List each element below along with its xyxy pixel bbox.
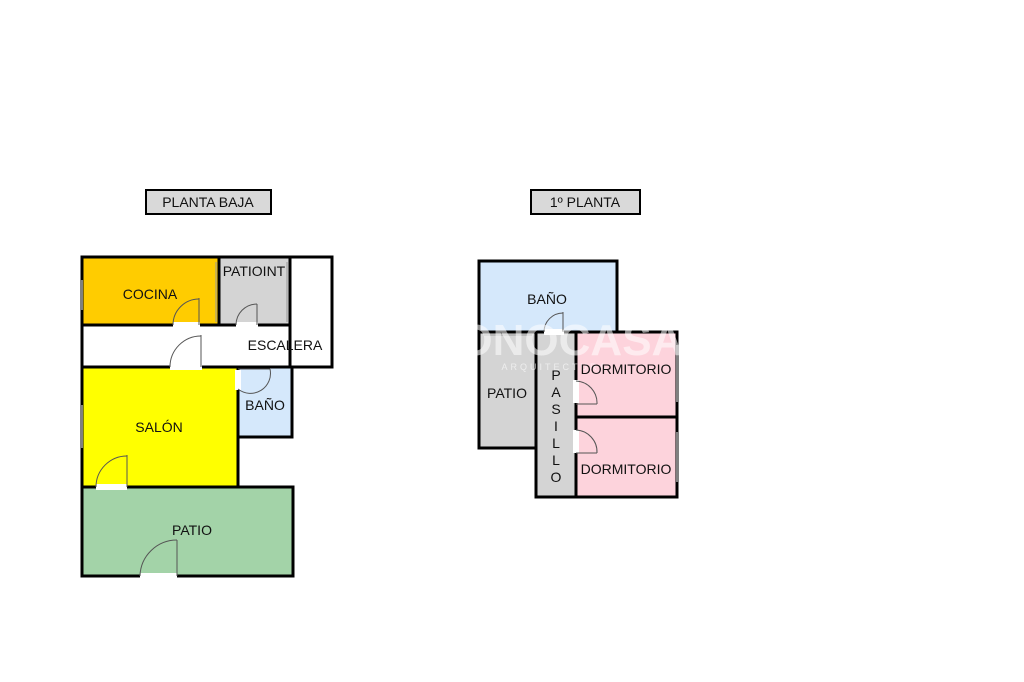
label-pasillo-letter: S (551, 401, 560, 417)
door-bano-pb (235, 368, 271, 394)
watermark-brand: CONOCASA (427, 316, 684, 365)
label-pasillo-letter: O (551, 469, 562, 485)
room-dormitorio-1 (574, 330, 679, 419)
title-planta-baja-label: PLANTA BAJA (162, 194, 254, 210)
label-salon: SALÓN (135, 419, 182, 435)
label-pasillo-letter: P (551, 367, 560, 383)
label-pasillo-letter: I (554, 418, 558, 434)
label-patio-pb: PATIO (172, 522, 212, 538)
title-primera-planta: 1º PLANTA (530, 189, 641, 215)
label-escalera: ESCALERA (248, 337, 323, 353)
room-bano-pb (236, 365, 294, 439)
watermark-sub: ARQUITECTURA (501, 362, 608, 372)
door-dormitorio-1 (573, 380, 598, 405)
door-cocina (172, 298, 200, 328)
label-pasillo-letter: A (551, 384, 561, 400)
title-planta-baja: PLANTA BAJA (145, 189, 272, 215)
room-dormitorio-2 (574, 415, 679, 499)
watermark: CONOCASA ARQUITECTURA (427, 316, 684, 372)
label-cocina: COCINA (123, 286, 178, 302)
label-pasillo-letter: L (552, 435, 560, 451)
room-patio-interior (217, 255, 292, 327)
label-bano-1p: BAÑO (527, 291, 567, 307)
room-patio-1p (477, 330, 538, 450)
room-patio-pb (80, 485, 295, 578)
label-dormitorio-1: DORMITORIO (581, 361, 672, 377)
door-salon-patio (95, 455, 128, 490)
ground-floor-plan: COCINA PATIOINT ESCALERA SALÓN BAÑO PATI… (80, 255, 334, 579)
door-dormitorio-2 (573, 429, 598, 454)
room-escalera-block (288, 255, 334, 369)
label-dormitorio-2: DORMITORIO (581, 461, 672, 477)
label-patio-1p: PATIO (487, 385, 527, 401)
door-bano-1p (543, 312, 564, 335)
door-hall (169, 335, 202, 370)
door-patio-interior (235, 303, 258, 328)
label-patio-interior: PATIOINT (223, 263, 286, 279)
room-cocina (80, 255, 221, 327)
label-bano-pb: BAÑO (245, 397, 285, 413)
door-patio-exterior (139, 539, 178, 579)
label-pasillo-letter: L (552, 452, 560, 468)
title-primera-planta-label: 1º PLANTA (550, 194, 621, 210)
